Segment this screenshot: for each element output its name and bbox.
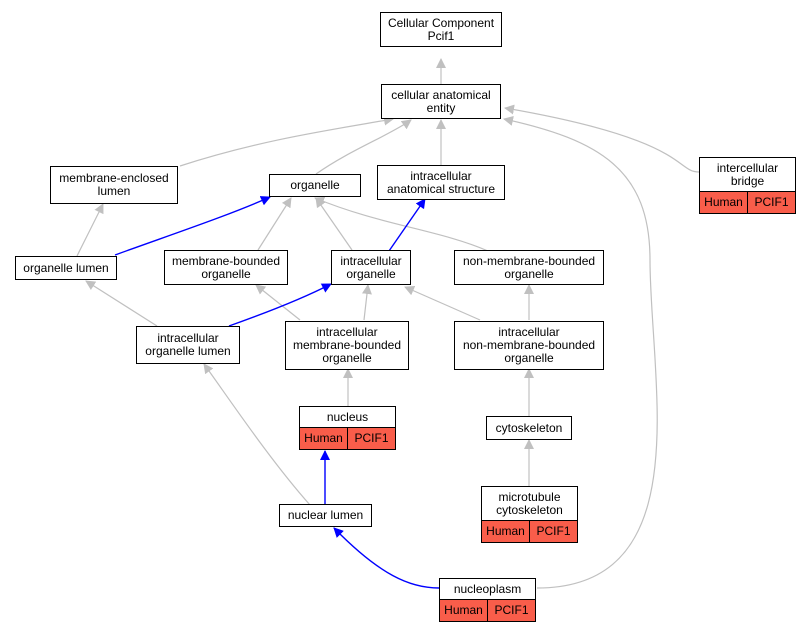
node-label: organelle lumen (145, 344, 231, 358)
node-label: nucleus (326, 409, 369, 424)
edge-mel-cae (179, 115, 394, 167)
annotation-nucleoplasm: Human PCIF1 (439, 600, 536, 622)
node-label: Pcif1 (427, 28, 455, 43)
node-intracellular-organelle[interactable]: intracellular organelle (331, 250, 411, 285)
node-intracellular-anatomical-structure[interactable]: intracellular anatomical structure (377, 165, 505, 200)
edge-imbo-io (362, 284, 372, 321)
node-label: non-membrane-bounded (462, 253, 596, 268)
node-label: bridge (730, 173, 765, 188)
node-membrane-enclosed-lumen[interactable]: membrane-enclosed lumen (50, 166, 178, 204)
node-nucleus[interactable]: nucleus (299, 406, 396, 428)
node-organelle-lumen[interactable]: organelle lumen (15, 256, 117, 280)
node-label: organelle lumen (23, 260, 109, 275)
node-non-membrane-bounded-organelle[interactable]: non-membrane-bounded organelle (454, 250, 604, 285)
annotation-gene[interactable]: PCIF1 (747, 192, 795, 213)
node-label: intracellular (316, 325, 378, 339)
node-nucleoplasm[interactable]: nucleoplasm (439, 578, 536, 600)
edge-olumen-organelle-partof (114, 196, 271, 256)
edge-io-organelle (315, 197, 353, 251)
node-label: nuclear lumen (287, 508, 364, 522)
edge-iol-olumen (85, 280, 158, 327)
node-label: intracellular (157, 331, 219, 345)
node-label: intracellular (410, 168, 472, 183)
node-label: non-membrane-bounded (462, 338, 596, 352)
edge-imbo-mbo (255, 284, 301, 321)
node-cellular-anatomical-entity[interactable]: cellular anatomical entity (381, 84, 501, 119)
node-label: cytoskeleton (496, 502, 563, 517)
node-label: organelle (201, 266, 251, 281)
annotation-gene[interactable]: PCIF1 (529, 521, 577, 542)
node-intracellular-membrane-bounded-organelle[interactable]: intracellular membrane-bounded organelle (285, 321, 409, 370)
edge-io-ias-partof (388, 198, 426, 252)
edge-nmbo-organelle (314, 196, 489, 252)
node-label: cytoskeleton (495, 420, 563, 435)
node-label: intercellular (716, 160, 779, 175)
node-membrane-bounded-organelle[interactable]: membrane-bounded organelle (164, 250, 288, 285)
edge-organelle-cae (315, 119, 412, 175)
edge-np-cae (503, 116, 658, 589)
node-label: intracellular (340, 253, 402, 268)
annotation-gene[interactable]: PCIF1 (487, 600, 535, 621)
node-label: membrane-bounded (171, 253, 281, 268)
annotation-species[interactable]: Human (300, 428, 347, 449)
node-label: membrane-bounded (292, 338, 402, 352)
annotation-microtubule-cytoskeleton: Human PCIF1 (481, 521, 578, 543)
annotation-species[interactable]: Human (482, 521, 529, 542)
node-label: organelle (290, 178, 340, 192)
edge-iol-io-partof (228, 283, 332, 327)
node-label: cellular anatomical (391, 87, 491, 102)
node-label: nucleoplasm (453, 581, 522, 596)
edge-inmbo-io (404, 286, 481, 321)
annotation-nucleus: Human PCIF1 (299, 428, 396, 450)
node-cellular-component[interactable]: Cellular Component Pcif1 (380, 12, 502, 47)
annotation-gene[interactable]: PCIF1 (347, 428, 395, 449)
annotation-species[interactable]: Human (700, 192, 747, 213)
node-microtubule-cytoskeleton[interactable]: microtubule cytoskeleton (481, 486, 578, 521)
edge-mbo-organelle (257, 197, 292, 251)
edge-olumen-mel (76, 203, 104, 257)
node-intracellular-organelle-lumen[interactable]: intracellular organelle lumen (136, 326, 240, 364)
node-cytoskeleton[interactable]: cytoskeleton (486, 416, 572, 440)
node-label: lumen (97, 184, 131, 198)
edge-nlumen-iol (203, 363, 311, 506)
node-label: anatomical structure (386, 181, 496, 196)
node-intracellular-non-membrane-bounded-organelle[interactable]: intracellular non-membrane-bounded organ… (454, 321, 604, 370)
edge-np-nlumen-partof (333, 527, 440, 589)
annotation-species[interactable]: Human (440, 600, 487, 621)
node-label: organelle (504, 351, 554, 365)
node-label: organelle (504, 266, 554, 281)
node-label: organelle (322, 351, 372, 365)
node-intercellular-bridge[interactable]: intercellular bridge (699, 157, 796, 192)
node-label: entity (426, 100, 456, 115)
node-label: intracellular (498, 325, 560, 339)
node-nuclear-lumen[interactable]: nuclear lumen (279, 504, 372, 527)
node-label: Cellular Component (387, 15, 495, 30)
edge-icb-cae (504, 104, 700, 173)
node-label: membrane-enclosed (59, 171, 169, 185)
node-label: organelle (346, 266, 396, 281)
node-organelle[interactable]: organelle (269, 174, 361, 197)
node-label: microtubule (498, 489, 561, 504)
annotation-intercellular-bridge: Human PCIF1 (699, 192, 796, 214)
